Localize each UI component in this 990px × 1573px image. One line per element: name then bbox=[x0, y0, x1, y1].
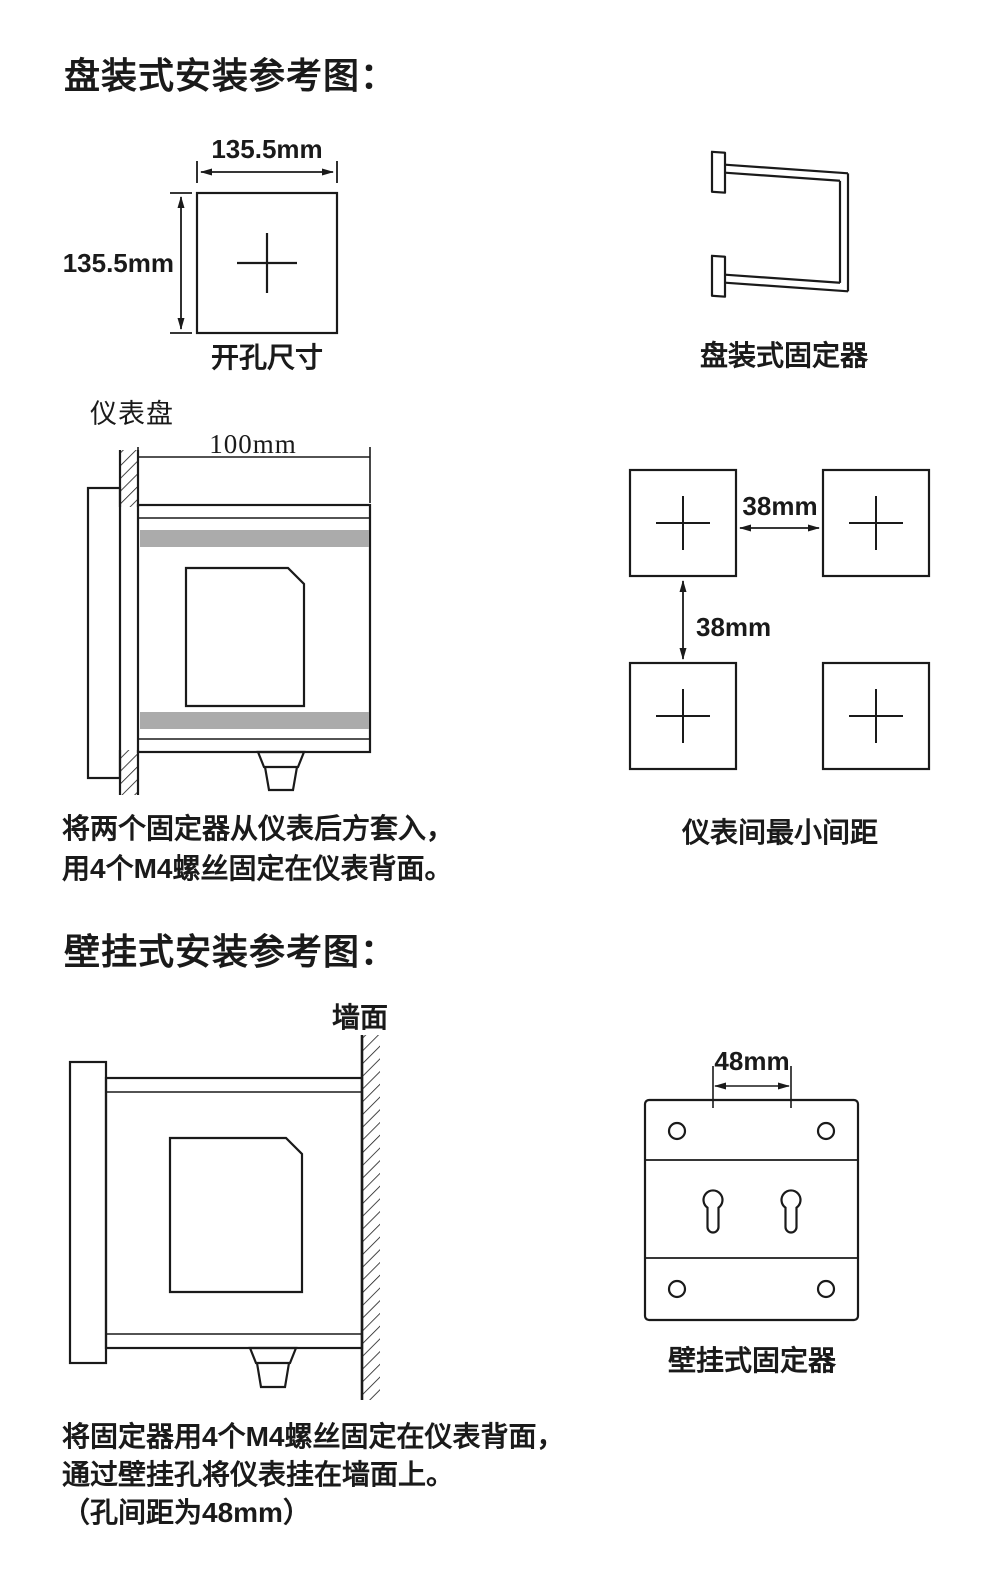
cutout-square bbox=[195, 191, 339, 335]
spacing-drawing bbox=[628, 468, 931, 771]
instrument-bezel bbox=[86, 486, 122, 780]
wall-label: 墙面 bbox=[332, 1002, 389, 1033]
wall-note-line-3: （孔间距为48mm） bbox=[62, 1497, 311, 1528]
spacing-horizontal-dimension: 38mm bbox=[742, 491, 818, 521]
cable-gland-wall bbox=[248, 1346, 298, 1389]
keyhole-left bbox=[702, 1189, 724, 1234]
body-edge-lines-wall bbox=[106, 1091, 362, 1335]
cutout-width-dimension: 135.5mm bbox=[211, 134, 323, 164]
spacing-square-br bbox=[821, 661, 931, 771]
bracket-bottom-tab bbox=[710, 254, 727, 298]
spacing-square-bl bbox=[628, 661, 738, 771]
panel-side-view-drawing bbox=[86, 447, 372, 795]
bracket-hole-spacing-dimension: 48mm bbox=[714, 1046, 790, 1076]
instrument-body bbox=[136, 503, 372, 754]
wall-note-line-1: 将固定器用4个M4螺丝固定在仪表背面， bbox=[62, 1421, 565, 1452]
cross-tl bbox=[656, 496, 710, 550]
panel-bracket-drawing bbox=[710, 150, 850, 298]
body-module-wall bbox=[168, 1136, 304, 1294]
panel-hatch-bottom bbox=[121, 750, 137, 795]
cutout-drawing bbox=[170, 161, 339, 335]
bracket-channel bbox=[725, 163, 850, 293]
body-module bbox=[184, 566, 306, 708]
instrument-bezel-wall bbox=[68, 1060, 108, 1365]
screw-hole-tr bbox=[816, 1121, 836, 1141]
wall-note-line-2: 通过壁挂孔将仪表挂在墙面上。 bbox=[62, 1459, 455, 1490]
cross-tr bbox=[849, 496, 903, 550]
bracket-plate bbox=[643, 1098, 860, 1322]
spacing-square-tl bbox=[628, 468, 738, 578]
cutout-height-dimension: 135.5mm bbox=[62, 248, 174, 278]
fixture-bar-bottom bbox=[140, 712, 369, 729]
wall-hatch bbox=[363, 1035, 380, 1400]
bracket-bend-lines bbox=[645, 1159, 858, 1259]
cable-gland bbox=[256, 750, 306, 792]
wall-bracket-caption: 壁挂式固定器 bbox=[667, 1345, 837, 1376]
cross-bl bbox=[656, 689, 710, 743]
cutout-caption: 开孔尺寸 bbox=[210, 342, 324, 373]
fixture-bar-top bbox=[140, 530, 369, 547]
panel-label: 仪表盘 bbox=[90, 399, 174, 429]
panel-mount-section-title: 盘装式安装参考图： bbox=[64, 55, 398, 96]
instrument-body-wall bbox=[104, 1076, 364, 1350]
cutout-center-cross bbox=[237, 233, 297, 293]
screw-hole-br bbox=[816, 1279, 836, 1299]
wall-bracket-drawing bbox=[643, 1066, 860, 1322]
spacing-caption: 仪表间最小间距 bbox=[681, 817, 879, 848]
bracket-top-tab bbox=[710, 150, 727, 194]
spacing-arrows bbox=[679, 524, 820, 660]
panel-bracket-caption: 盘装式固定器 bbox=[699, 340, 869, 371]
spacing-vertical-dimension: 38mm bbox=[696, 612, 772, 642]
keyhole-right bbox=[780, 1189, 802, 1234]
cutout-dimension-lines bbox=[170, 161, 338, 334]
screw-hole-bl bbox=[667, 1279, 687, 1299]
screw-hole-tl bbox=[667, 1121, 687, 1141]
depth-dimension: 100mm bbox=[209, 429, 297, 459]
cross-br bbox=[849, 689, 903, 743]
wall-mount-section-title: 壁挂式安装参考图： bbox=[64, 931, 398, 972]
panel-hatch-top bbox=[121, 450, 137, 507]
body-edge-lines bbox=[138, 517, 370, 740]
spacing-square-tr bbox=[821, 468, 931, 578]
panel-note-line-2: 用4个M4螺丝固定在仪表背面。 bbox=[62, 853, 453, 884]
wall-side-view-drawing bbox=[68, 1035, 380, 1400]
panel-note-line-1: 将两个固定器从仪表后方套入， bbox=[62, 813, 455, 844]
